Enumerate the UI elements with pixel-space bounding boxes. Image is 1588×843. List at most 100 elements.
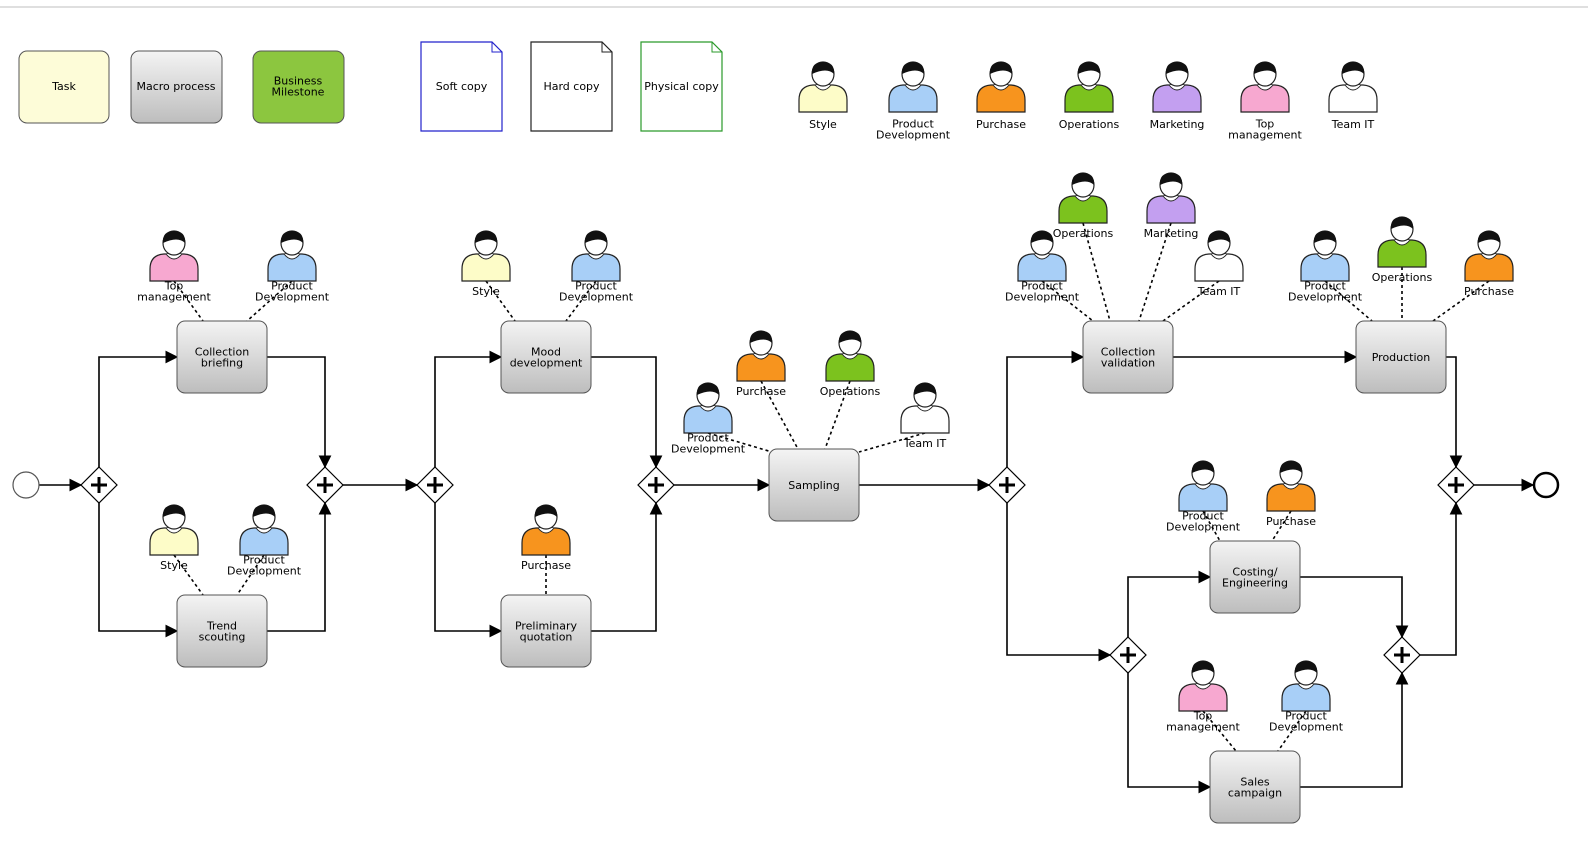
person-label: Marketing (1144, 227, 1199, 240)
person-operations-icon: Operations (820, 330, 881, 398)
person-marketing-icon: Marketing (1150, 61, 1205, 131)
sequence-flow (1446, 356, 1463, 469)
legend-doc-physical: Physical copy (640, 41, 723, 132)
person-label: Operations (1053, 227, 1114, 240)
parallel-gateway-g2 (306, 466, 344, 504)
role-association (236, 554, 265, 596)
legend-role-label: Operations (1059, 118, 1120, 131)
person-purchase-icon: Purchase (976, 61, 1026, 131)
legend-doc-label: Physical copy (644, 80, 719, 93)
person-purchase-icon: Purchase (736, 330, 786, 398)
person-label: Style (472, 285, 500, 298)
role-association (707, 432, 773, 453)
task-label: Production (1372, 351, 1431, 364)
person-purchase-icon: Purchase (1266, 460, 1316, 528)
parallel-gateway-g4 (637, 466, 675, 504)
role-association (1041, 280, 1094, 322)
role-association (1277, 710, 1307, 752)
parallel-gateway-g8 (1383, 636, 1421, 674)
sequence-flow (434, 350, 503, 467)
role-association (246, 280, 293, 322)
person-operations-icon: Operations (1059, 61, 1120, 131)
person-style-icon: Style (798, 61, 848, 131)
person-purchase-icon: Purchase (1464, 230, 1514, 298)
sequence-flow (1127, 570, 1212, 637)
person-label: Purchase (521, 559, 571, 572)
person-marketing-icon: Marketing (1144, 172, 1199, 240)
person-operations-icon: Operations (1053, 172, 1114, 240)
task-production[interactable]: Production (1355, 320, 1447, 394)
person-label: Operations (1372, 271, 1433, 284)
parallel-gateway-g1 (80, 466, 118, 504)
role-association (1082, 222, 1111, 322)
role-association (760, 380, 799, 450)
person-operations-icon: Operations (1372, 216, 1433, 284)
task-label: Costing/Engineering (1222, 565, 1288, 589)
sequence-flow (1420, 501, 1463, 656)
legend-macro-process: Macro process (130, 50, 223, 124)
legend-role-label: Purchase (976, 118, 1026, 131)
role-association (173, 280, 204, 322)
task-label: Sampling (788, 479, 840, 492)
role-association (173, 554, 204, 596)
role-association (565, 280, 597, 322)
person-label: Purchase (1464, 285, 1514, 298)
sequence-flow (591, 356, 663, 469)
person-team-it-icon: Team IT (1328, 61, 1378, 131)
sequence-flow (434, 503, 503, 638)
task-sampling[interactable]: Sampling (768, 448, 860, 522)
person-label: Purchase (736, 385, 786, 398)
person-team-it-icon: Team IT (1194, 230, 1244, 298)
sequence-flow (98, 503, 179, 638)
person-team-it-icon: Team IT (900, 382, 950, 450)
sequence-flow (267, 501, 332, 632)
parallel-gateway-g6 (1437, 466, 1475, 504)
sequence-flow (1006, 503, 1112, 662)
person-label: Style (160, 559, 188, 572)
role-association (1324, 280, 1373, 322)
legend-role-label: Team IT (1331, 118, 1375, 131)
legend-macro-label: Macro process (136, 80, 215, 93)
sequence-flow (1300, 671, 1409, 788)
task-costing-engineering[interactable]: Costing/Engineering (1209, 540, 1301, 614)
start-event (12, 471, 40, 499)
sequence-flow (98, 350, 179, 467)
role-association (485, 280, 516, 322)
legend-role-label: Marketing (1150, 118, 1205, 131)
sequence-flow (1127, 673, 1212, 794)
parallel-gateway-g5 (988, 466, 1026, 504)
sequence-flow (267, 356, 332, 469)
